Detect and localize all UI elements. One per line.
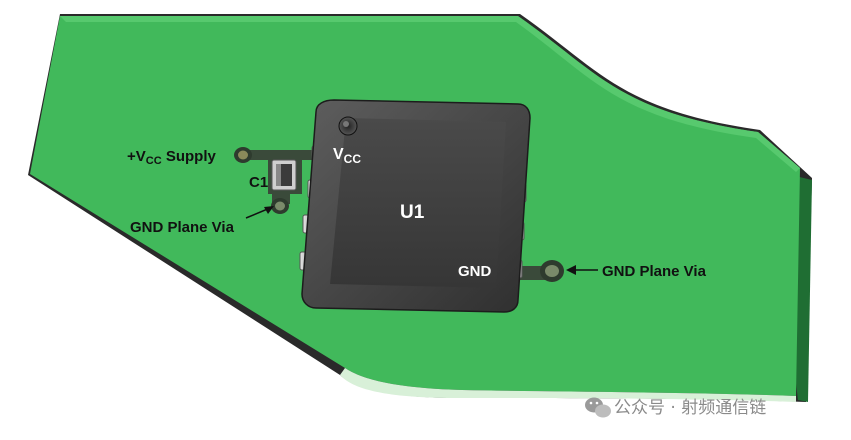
- gnd-via-left-label: GND Plane Via: [130, 219, 235, 236]
- arrow-to-left-gnd-via: [245, 206, 274, 219]
- annotation-arrows: [245, 206, 598, 275]
- chip-name: U1: [400, 202, 425, 223]
- gnd-pin-label: GND: [458, 263, 492, 280]
- chip-top-face: [330, 118, 506, 288]
- gnd-plane-via-left: [271, 198, 289, 214]
- vias: [234, 147, 564, 282]
- chip-u1: [299, 99, 531, 313]
- board-bottom-edge: [340, 368, 796, 402]
- pin1-marker: [338, 116, 358, 136]
- watermark: 公众号 · 射频通信链: [585, 397, 766, 418]
- arrow-to-right-gnd-via: [566, 265, 598, 275]
- labels: +VCC Supply C1 GND Plane Via GND Plane V…: [127, 146, 707, 280]
- watermark-text: 公众号 · 射频通信链: [614, 398, 766, 418]
- vcc-supply-trace: [243, 150, 318, 160]
- capacitor-label: C1: [249, 174, 268, 191]
- wechat-icon: [585, 397, 611, 418]
- supply-label: +VCC Supply: [127, 148, 216, 167]
- vcc-supply-via: [234, 147, 252, 163]
- gnd-via-right-label: GND Plane Via: [602, 263, 707, 280]
- gnd-plane-via-right: [540, 260, 564, 282]
- vcc-pin-label: VCC: [333, 146, 361, 166]
- capacitor-c1: [271, 159, 297, 191]
